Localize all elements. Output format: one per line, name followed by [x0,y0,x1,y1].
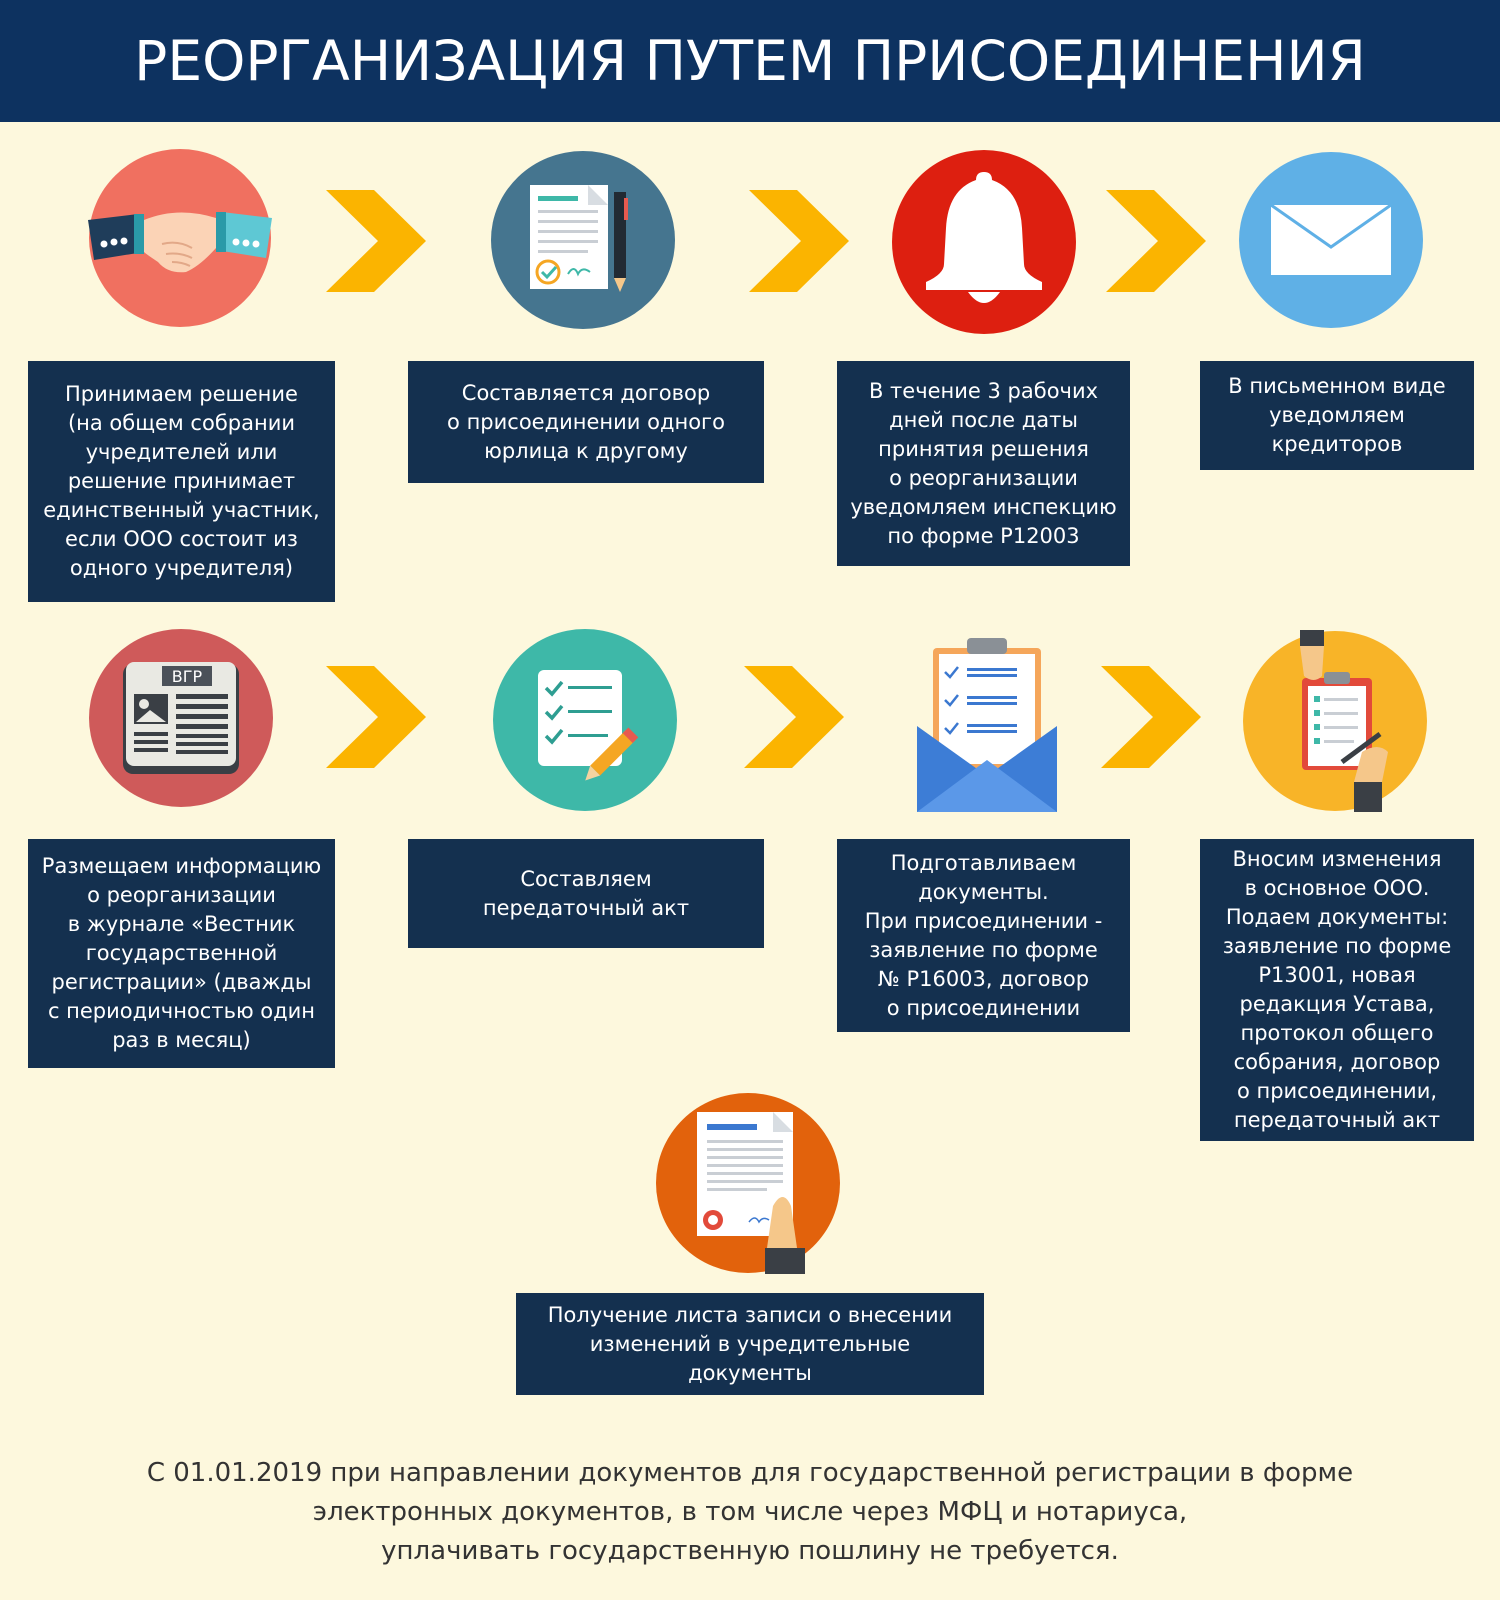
header-banner: РЕОРГАНИЗАЦИЯ ПУТЕМ ПРИСОЕДИНЕНИЯ [0,0,1500,122]
arrow-3 [1106,190,1206,296]
envelope-icon [1239,152,1423,328]
clipboard-envelope-icon [915,638,1059,814]
arrow-5 [744,666,844,772]
arrow-2 [749,190,849,296]
step-2-box: Составляется договор о присоединении одн… [408,361,764,483]
newspaper-icon: ВГР [88,628,274,808]
footer-note: С 01.01.2019 при направлении документов … [146,1458,1354,1566]
step-4-box: В письменном виде уведомляем кредиторов [1200,361,1474,470]
step-7-box: Подготавливаем документы. При присоедине… [837,839,1130,1032]
certificate-icon [655,1092,841,1274]
step-8-box: Вносим изменения в основное ООО. Подаем … [1200,839,1474,1141]
step-5-box: Размещаем информацию о реорганизации в ж… [28,839,335,1068]
arrow-4 [326,666,426,772]
step-9-box: Получение листа записи о внесении измене… [516,1293,984,1395]
step-1-box: Принимаем решение (на общем собрании учр… [28,361,335,602]
signing-clipboard-icon [1242,630,1428,812]
arrow-1 [326,190,426,296]
page-title: РЕОРГАНИЗАЦИЯ ПУТЕМ ПРИСОЕДИНЕНИЯ [134,29,1366,93]
step-6-box: Составляем передаточный акт [408,839,764,948]
newspaper-label: ВГР [172,667,203,686]
bell-icon [892,150,1076,334]
step-3-box: В течение 3 рабочих дней после даты прин… [837,361,1130,566]
contract-icon [490,150,676,330]
arrow-6 [1101,666,1201,772]
checklist-icon [492,628,678,812]
handshake-icon [88,148,272,328]
